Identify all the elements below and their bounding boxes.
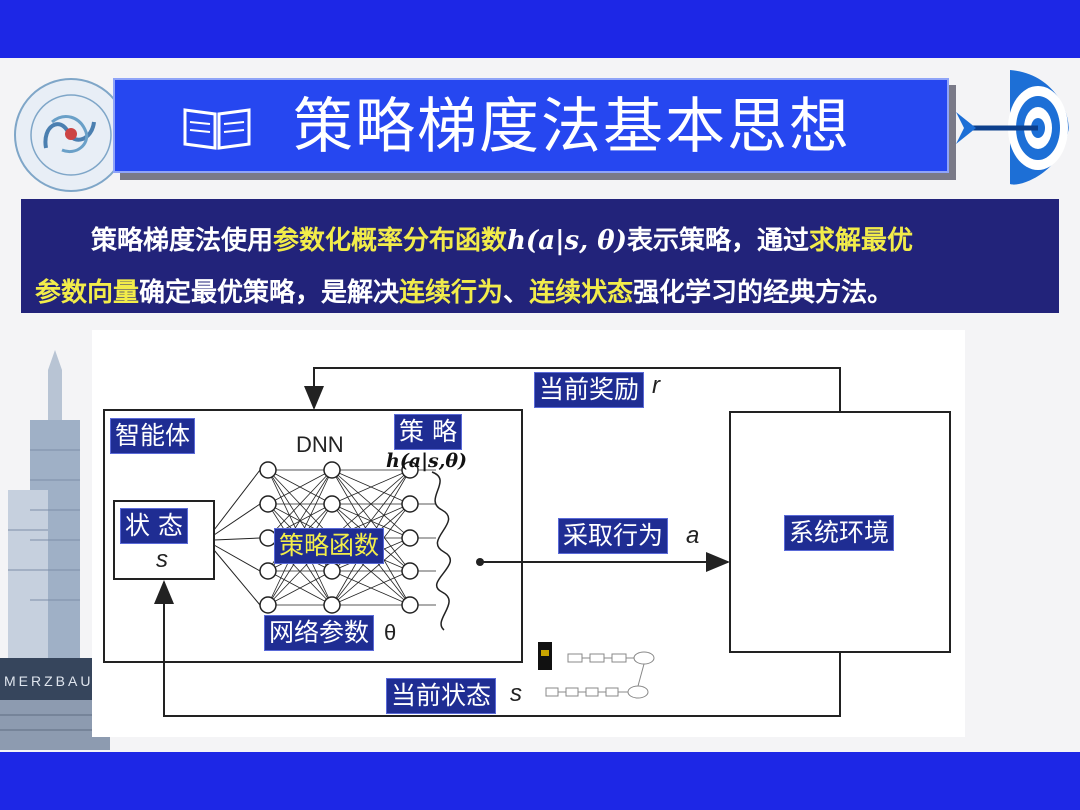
intro-line-1: 策略梯度法使用参数化概率分布函数h(a|s, θ)表示策略，通过求解最优	[35, 215, 1045, 267]
network-params-label: 网络参数	[264, 615, 375, 651]
highlight-term: 连续状态	[529, 278, 634, 308]
agent-label: 智能体	[110, 418, 196, 454]
network-neuron	[259, 461, 277, 479]
network-neuron	[323, 596, 341, 614]
intro-paragraph: 策略梯度法使用参数化概率分布函数h(a|s, θ)表示策略，通过求解最优 参数向…	[21, 199, 1059, 313]
network-neuron	[401, 596, 419, 614]
top-banner	[0, 0, 1080, 58]
building-sign-text: MERZBAU	[4, 673, 93, 689]
network-neuron	[401, 562, 419, 580]
action-symbol: a	[686, 522, 700, 549]
intro-line-2: 参数向量确定最优策略，是解决连续行为、连续状态强化学习的经典方法。	[35, 267, 1045, 319]
dnn-label: DNN	[296, 432, 344, 457]
page-title: 策略梯度法基本思想	[293, 92, 851, 162]
bottom-banner	[0, 752, 1080, 810]
title-banner: 策略梯度法基本思想	[113, 78, 949, 173]
intro-text: 确定最优策略，是解决	[139, 278, 400, 308]
intro-text: 策略梯度法使用	[91, 226, 274, 256]
network-edge	[267, 570, 333, 606]
diagram-lines	[103, 367, 951, 717]
network-neuron	[259, 596, 277, 614]
state-symbol: s	[156, 546, 168, 573]
current-state-label: 当前状态	[386, 678, 497, 714]
network-edge	[331, 570, 411, 606]
environment-label: 系统环境	[784, 515, 895, 551]
policy-formula: h(a|s, θ)	[507, 226, 627, 256]
network-neuron	[323, 562, 341, 580]
highlight-term: 参数化概率分布函数	[273, 226, 508, 256]
network-edge	[331, 537, 411, 606]
policy-function-label: 策略函数	[274, 528, 385, 564]
highlight-term: 参数向量	[35, 278, 140, 308]
intro-text: 、	[503, 278, 530, 308]
network-neuron	[259, 495, 277, 513]
input-connections	[213, 469, 261, 606]
current-state-symbol: s	[510, 680, 522, 707]
network-edge	[331, 469, 411, 505]
network-neuron	[401, 529, 419, 547]
network-nodes	[259, 461, 419, 614]
network-neuron	[401, 461, 419, 479]
network-neuron	[259, 562, 277, 580]
theta-symbol: θ	[384, 620, 397, 645]
state-arrow	[154, 580, 841, 717]
intro-text: 表示策略，通过	[626, 226, 809, 256]
highlight-term: 连续行为	[399, 278, 504, 308]
flowchart-thumbnail	[538, 642, 655, 699]
policy-label: 策 略	[394, 414, 462, 450]
reward-label: 当前奖励	[534, 372, 645, 408]
distribution-curve	[431, 471, 452, 631]
open-book-icon	[183, 108, 251, 150]
reward-arrow	[304, 367, 841, 412]
network-edge	[331, 469, 411, 539]
building-background-image: MERZBAU	[0, 330, 110, 750]
dart-target-icon	[956, 70, 1069, 185]
network-neuron	[401, 495, 419, 513]
network-neuron	[323, 495, 341, 513]
network-edge	[267, 469, 333, 539]
network-edge	[267, 469, 333, 505]
reward-symbol: r	[652, 372, 660, 399]
action-label: 采取行为	[558, 518, 669, 554]
policy-formula-diagram: h(a|s,θ)	[386, 450, 468, 472]
agent-box	[103, 409, 523, 663]
state-box-label: 状 态	[120, 508, 188, 544]
highlight-term: 求解最优	[808, 226, 913, 256]
reinforcement-learning-diagram: DNN 当前奖励 r 智能体 策 略 h(a|s,θ) 状 态 s 策略函数 网…	[92, 330, 965, 737]
intro-text: 强化学习的经典方法。	[633, 278, 894, 308]
network-neuron	[323, 461, 341, 479]
